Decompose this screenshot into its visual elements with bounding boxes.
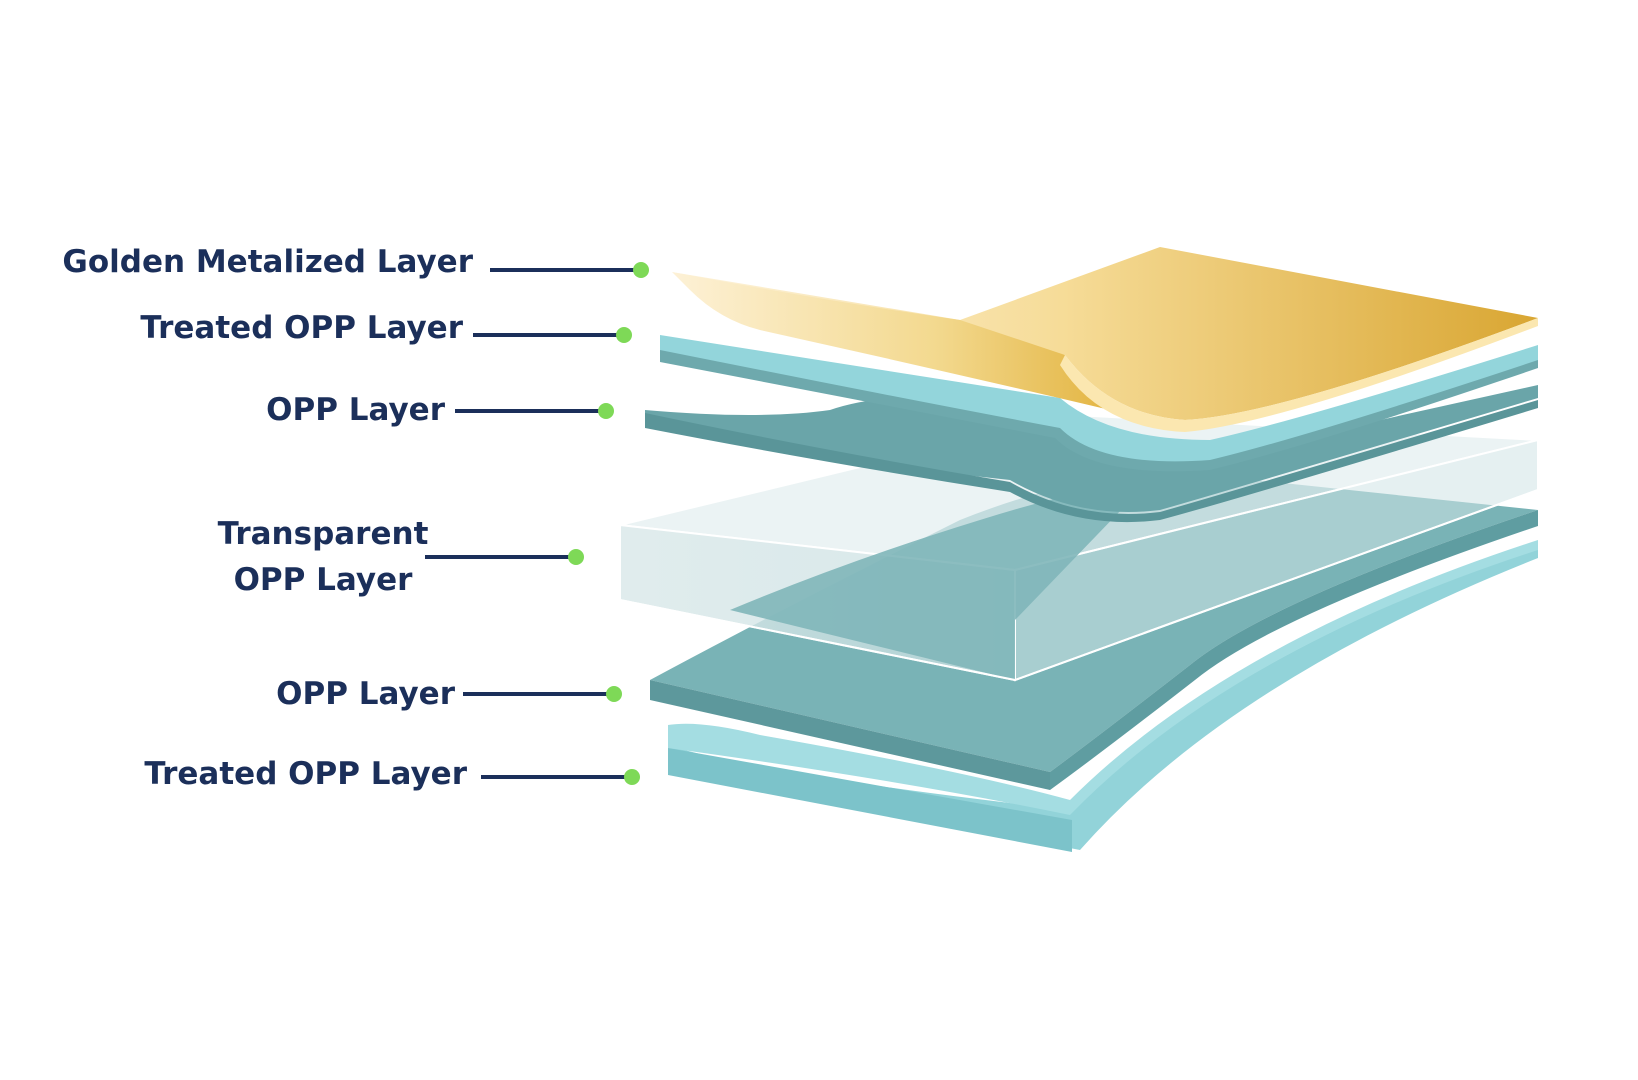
treated-opp-bottom-top-face [668, 545, 1538, 850]
label-transparent-opp-text-line1: Transparent [218, 516, 429, 552]
label-treated-opp-bottom: Treated OPP Layer [144, 756, 640, 792]
label-treated-opp-top-text: Treated OPP Layer [140, 310, 463, 346]
label-treated-opp-bottom-text: Treated OPP Layer [144, 756, 467, 792]
transparent-opp-edge-line [619, 599, 1016, 681]
treated-opp-bottom-front-face [668, 748, 1072, 852]
golden-metalized-left-flap [672, 272, 1110, 410]
opp-bottom-surface-through-block [730, 480, 1150, 680]
opp-top-front-face [645, 400, 1538, 523]
leader-dot-transparent-opp [568, 549, 584, 565]
label-opp-top-text: OPP Layer [266, 392, 446, 428]
leader-dot-opp-top [598, 403, 614, 419]
leader-dot-golden-metalized [633, 262, 649, 278]
label-transparent-opp-text-line2: OPP Layer [234, 562, 414, 598]
label-golden-metalized-text: Golden Metalized Layer [62, 244, 473, 280]
label-golden-metalized: Golden Metalized Layer [62, 244, 649, 280]
opp-bottom-side-face [1050, 510, 1538, 790]
label-transparent-opp: Transparent OPP Layer [218, 516, 584, 598]
opp-bottom-front-face [650, 680, 1050, 790]
label-treated-opp-top: Treated OPP Layer [140, 310, 632, 346]
label-opp-bottom-text: OPP Layer [276, 676, 456, 712]
leader-dot-opp-bottom [606, 686, 622, 702]
golden-metalized-sheet [672, 247, 1538, 432]
golden-metalized-surface [672, 247, 1538, 420]
treated-opp-top-sheet [660, 335, 1538, 472]
leader-dot-treated-opp-bottom [624, 769, 640, 785]
label-opp-top: OPP Layer [266, 392, 614, 428]
transparent-opp-edge-line-2 [1014, 489, 1539, 681]
label-opp-bottom: OPP Layer [276, 676, 622, 712]
treated-opp-bottom-sheet [668, 540, 1538, 852]
leader-dot-treated-opp-top [616, 327, 632, 343]
